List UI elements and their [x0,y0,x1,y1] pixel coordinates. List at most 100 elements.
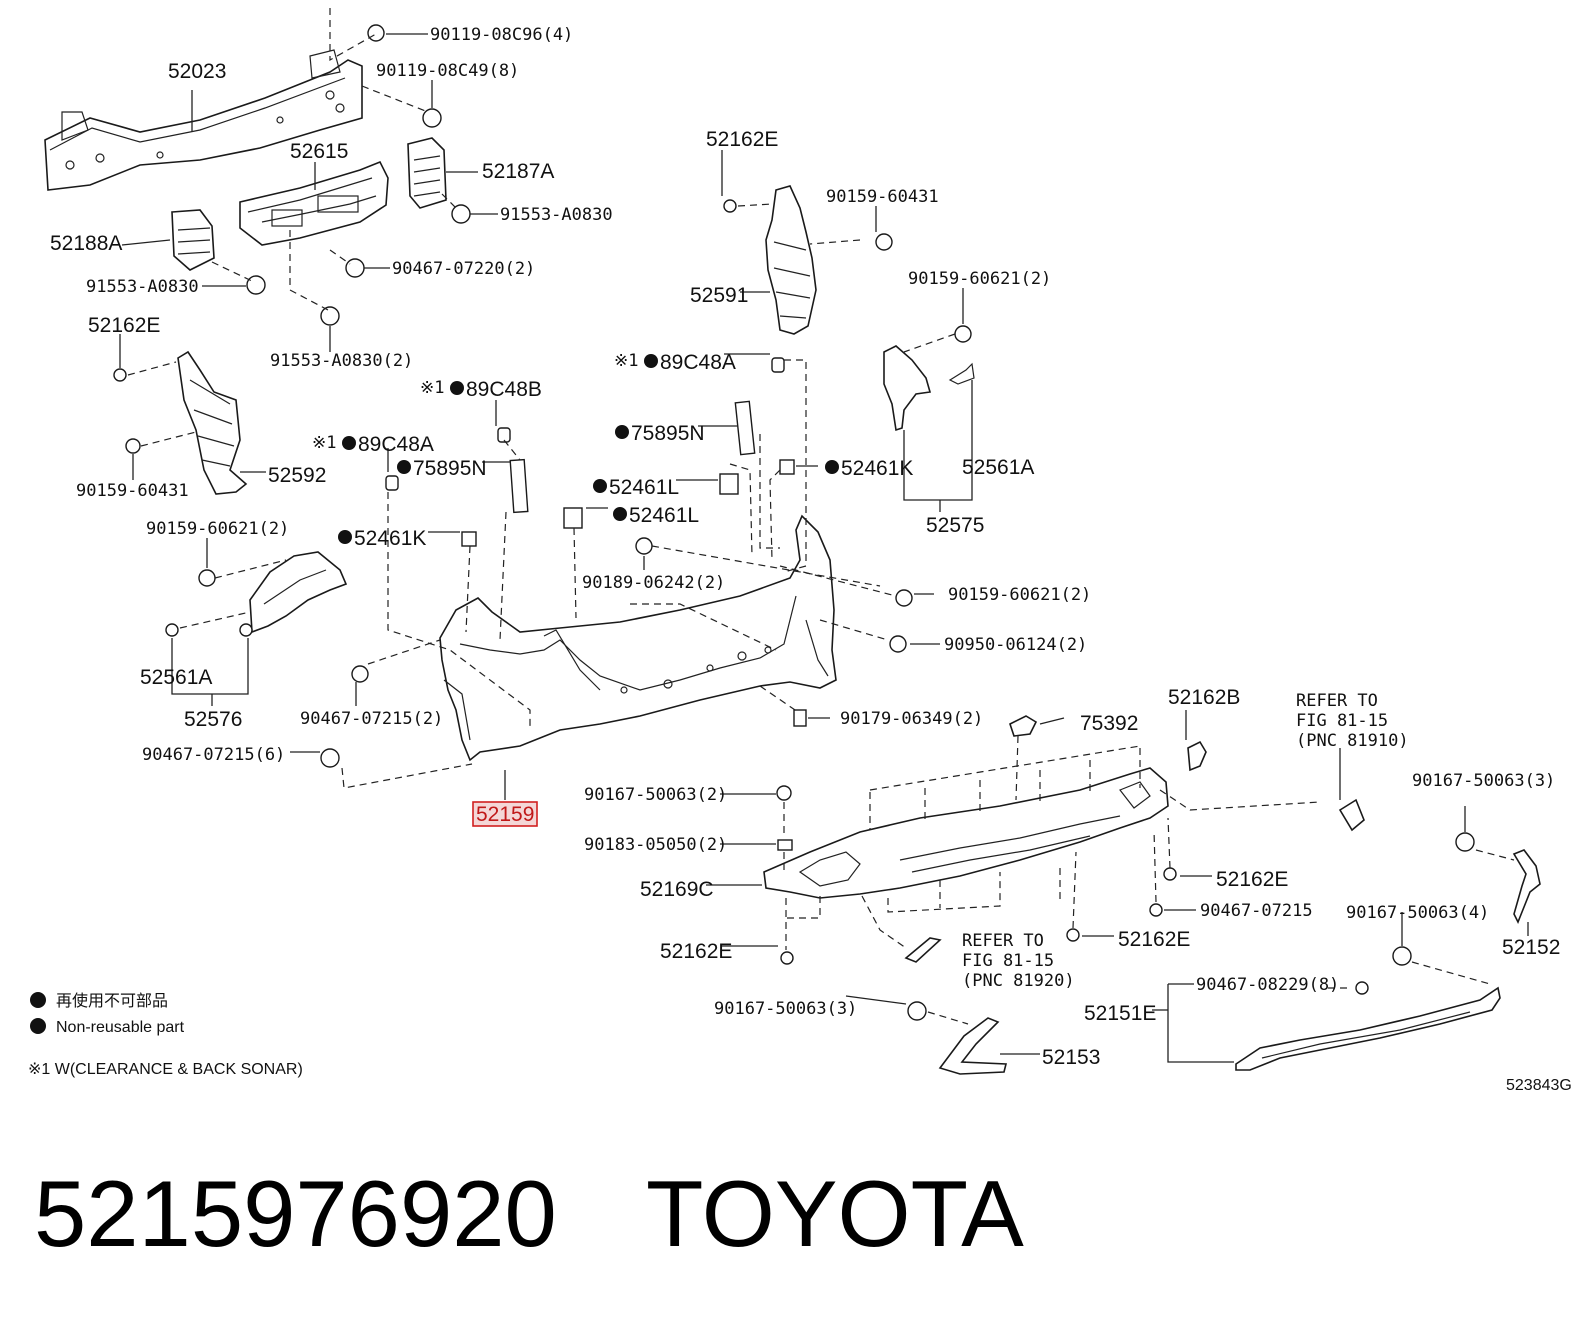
label-89c48a-b: 89C48A [660,351,736,374]
label-90467-08229: 90467-08229(8) [1196,975,1339,995]
absorber-52615 [239,160,389,246]
label-52576: 52576 [184,708,242,731]
refer1-line2: FIG 81-15 [1296,711,1388,731]
non-reusable-dot [593,479,607,493]
trim-52153 [938,1017,1008,1075]
label-52169c: 52169C [640,878,714,901]
bracket-52561a-left [249,551,348,634]
label-89c48a-a: 89C48A [358,433,434,456]
refer1-line1: REFER TO [1296,691,1378,711]
label-90467-07215-c: 90467-07215 [1200,901,1313,921]
label-75392: 75392 [1080,712,1138,735]
label-90159-60621-b: 90159-60621(2) [908,269,1051,289]
pad-52461l-a [719,473,739,495]
label-90159-60431-b: 90159-60431 [826,187,939,207]
legend-en: Non-reusable part [56,1019,185,1036]
pad-52461k-left [461,531,477,547]
clip-89c48b [497,427,511,443]
note-mark-c: ※1 [614,351,638,371]
label-90950-06124: 90950-06124(2) [944,635,1087,655]
part-number: 5215976920 [34,1161,557,1266]
non-reusable-dot [644,354,658,368]
non-reusable-dot [338,530,352,544]
label-52575: 52575 [926,514,984,537]
label-91553-a0830-c: 91553-A0830(2) [270,351,413,371]
non-reusable-dot [613,507,627,521]
label-52461k-b: 52461K [841,457,913,480]
label-52159: 52159 [476,803,534,826]
label-52592: 52592 [268,464,326,487]
label-90119-08c96: 90119-08C96(4) [430,25,573,45]
retainer-52592 [177,350,248,495]
refer1-line3: (PNC 81910) [1296,731,1409,751]
legend-dot-jp [30,992,46,1008]
trim-52152 [1512,849,1541,924]
legend-jp: 再使用不可部品 [56,992,168,1010]
non-reusable-dot [397,460,411,474]
label-90167-50063-c: 90167-50063(3) [1412,771,1555,791]
cap-52162b [1187,740,1207,772]
label-90159-60621-c: 90159-60621(2) [948,585,1091,605]
label-90467-07220: 90467-07220(2) [392,259,535,279]
label-52561a-a: 52561A [140,666,212,689]
note-mark-b: ※1 [420,378,444,398]
bracket-52187a [407,137,447,209]
bumper-cover-52159 [439,514,837,762]
label-75895n-a: 75895N [413,457,487,480]
lower-cover-52169c [763,767,1169,899]
clip-89c48a-right [771,357,785,373]
label-52153: 52153 [1042,1046,1100,1069]
label-90159-60431-a: 90159-60431 [76,481,189,501]
legend-dot-en [30,1018,46,1034]
legend: 再使用不可部品 Non-reusable part ※1 W(CLEARANCE… [28,992,303,1078]
note-mark-a: ※1 [312,433,336,453]
legend-note: ※1 W(CLEARANCE & BACK SONAR) [28,1061,303,1078]
figure-code: 523843G [1506,1077,1572,1094]
pad-75895n-left [509,458,529,514]
pad-52461k-right [779,459,795,475]
refer2-line2: FIG 81-15 [962,951,1054,971]
non-reusable-dot [342,436,356,450]
label-52162e-a: 52162E [88,314,160,337]
label-52561a-b: 52561A [962,456,1034,479]
bracket-52561a-right [883,345,975,432]
leader-lines [119,8,1529,1063]
label-52162e-b: 52162E [706,128,778,151]
non-reusable-dot [450,381,464,395]
label-52461l-a: 52461L [609,476,679,499]
label-52461l-b: 52461L [629,504,699,527]
bracket-52188a [171,209,215,271]
label-52461k-a: 52461K [354,527,426,550]
label-52591: 52591 [690,284,748,307]
label-90467-07215-b: 90467-07215(6) [142,745,285,765]
label-89c48b: 89C48B [466,378,542,401]
label-52152: 52152 [1502,936,1560,959]
label-75895n-b: 75895N [631,422,705,445]
highlight-52159 [472,801,538,827]
brand: TOYOTA [646,1161,1024,1266]
label-52162e-d: 52162E [1216,868,1288,891]
part-75392 [1009,715,1038,737]
molding-52151e [1235,986,1501,1071]
label-90183-05050: 90183-05050(2) [584,835,727,855]
refer-part-right [1338,798,1365,832]
pad-75895n-right [734,400,756,456]
reinforcement-52023 [44,49,363,191]
label-91553-a0830-b: 91553-A0830 [86,277,199,297]
label-90119-08c49: 90119-08C49(8) [376,61,519,81]
label-52162e-c: 52162E [660,940,732,963]
clip-89c48a-left [385,475,399,491]
label-90467-07215-a: 90467-07215(2) [300,709,443,729]
label-90167-50063-d: 90167-50063(4) [1346,903,1489,923]
label-52187a: 52187A [482,160,554,183]
label-90179-06349: 90179-06349(2) [840,709,983,729]
retainer-52591 [765,185,817,335]
non-reusable-dot [615,425,629,439]
refer2-line3: (PNC 81920) [962,971,1075,991]
label-52162e-e: 52162E [1118,928,1190,951]
label-52188a: 52188A [50,232,122,255]
label-52023: 52023 [168,60,226,83]
label-90167-50063-a: 90167-50063(2) [584,785,727,805]
non-reusable-dot [825,460,839,474]
